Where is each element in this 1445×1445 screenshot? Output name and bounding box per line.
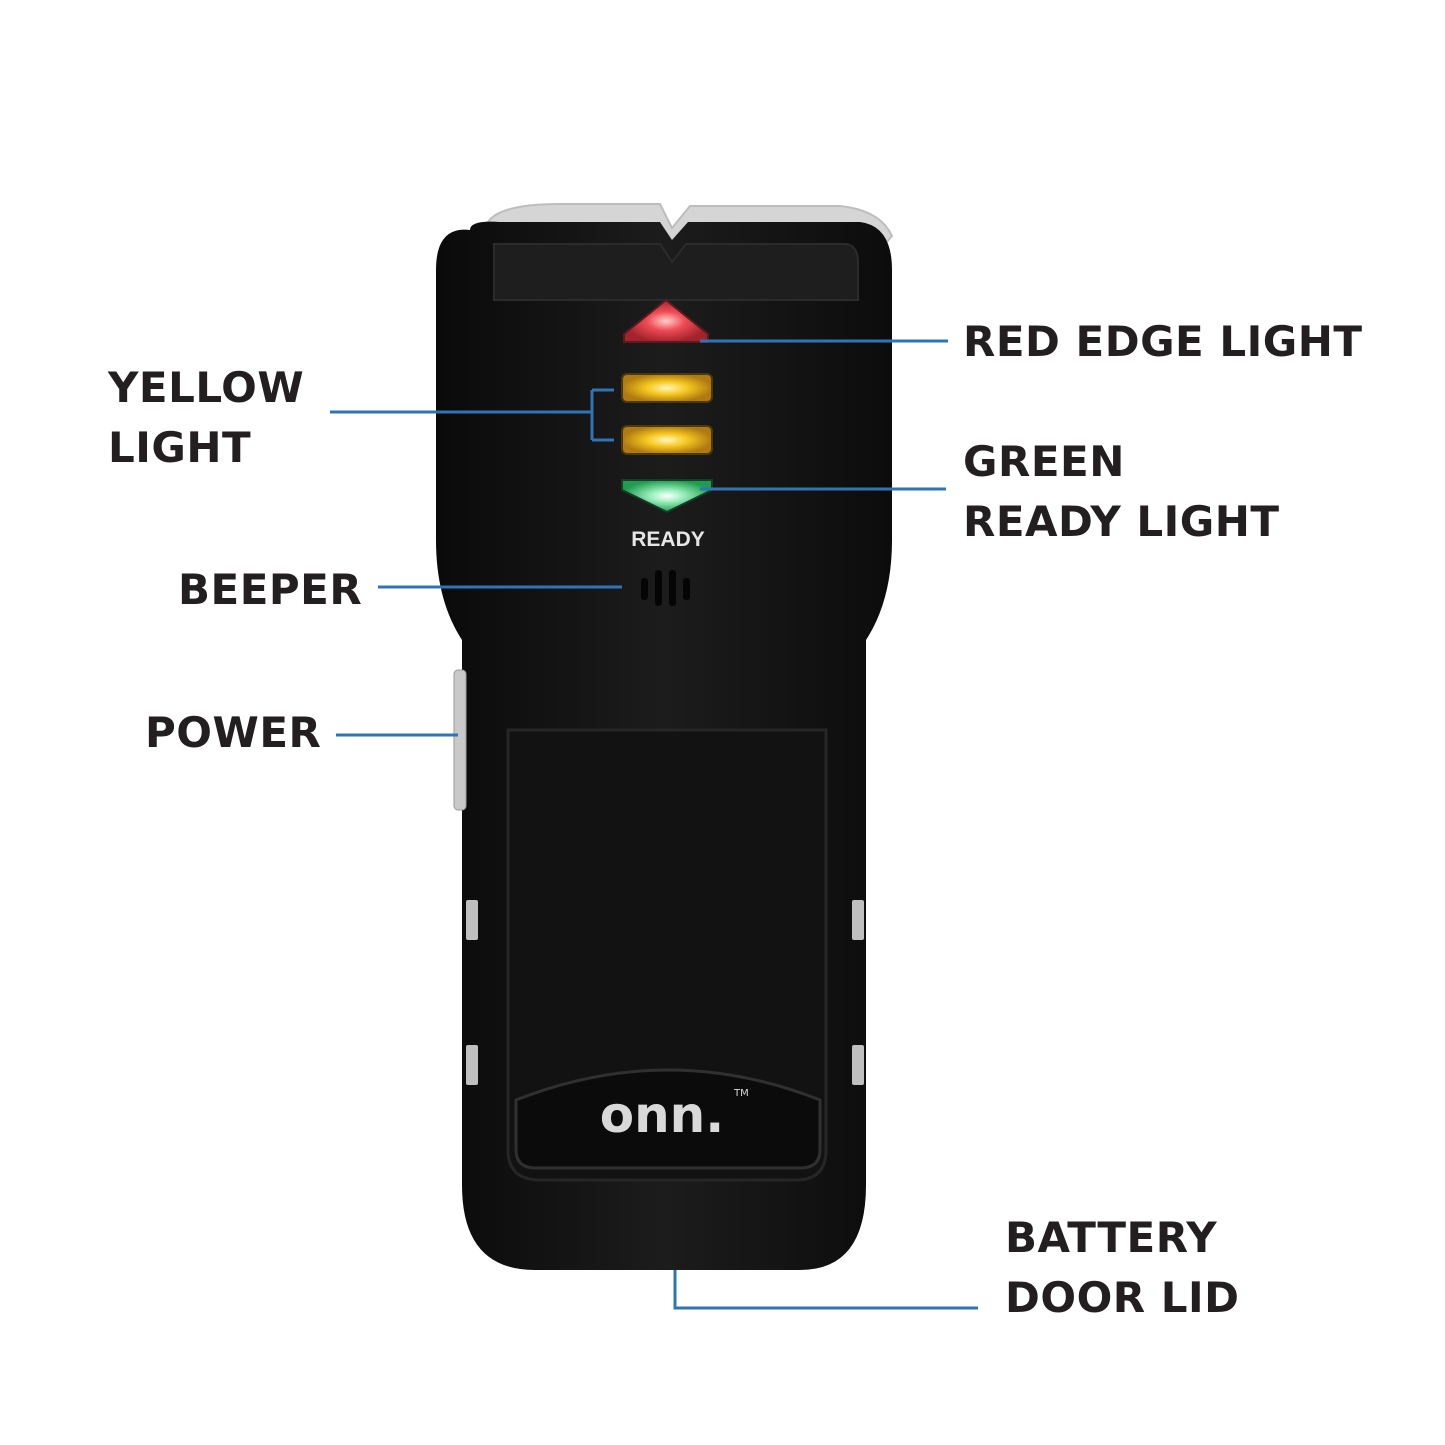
label-battery-door-lid: BATTERY DOOR LID: [1005, 1213, 1240, 1322]
red-edge-light: [623, 298, 709, 343]
battery-door-lid: [506, 728, 828, 1182]
stud-finder-device: READY onn. TM: [436, 203, 894, 1271]
ready-label: READY: [631, 528, 705, 551]
top-recess: [493, 243, 859, 301]
beeper-grille: [641, 570, 690, 606]
label-yellow-light: YELLOW LIGHT: [108, 363, 305, 472]
brand-logo: onn.: [600, 1086, 725, 1144]
label-beeper: BEEPER: [178, 565, 363, 614]
power-button[interactable]: [453, 669, 467, 811]
yellow-light-top: [621, 373, 713, 403]
side-grips: [466, 900, 864, 1085]
label-red-edge-light: RED EDGE LIGHT: [963, 317, 1363, 366]
leader-battery-door-lid: [673, 1270, 978, 1310]
leader-lines: [330, 339, 978, 1310]
green-ready-light: [621, 479, 713, 514]
logo-plate: [514, 1068, 822, 1170]
yellow-light-bottom: [621, 425, 713, 455]
leader-yellow-light: [330, 388, 614, 442]
label-green-ready-light: GREEN READY LIGHT: [963, 437, 1280, 546]
brand-trademark: TM: [733, 1088, 749, 1099]
label-power: POWER: [145, 708, 322, 757]
